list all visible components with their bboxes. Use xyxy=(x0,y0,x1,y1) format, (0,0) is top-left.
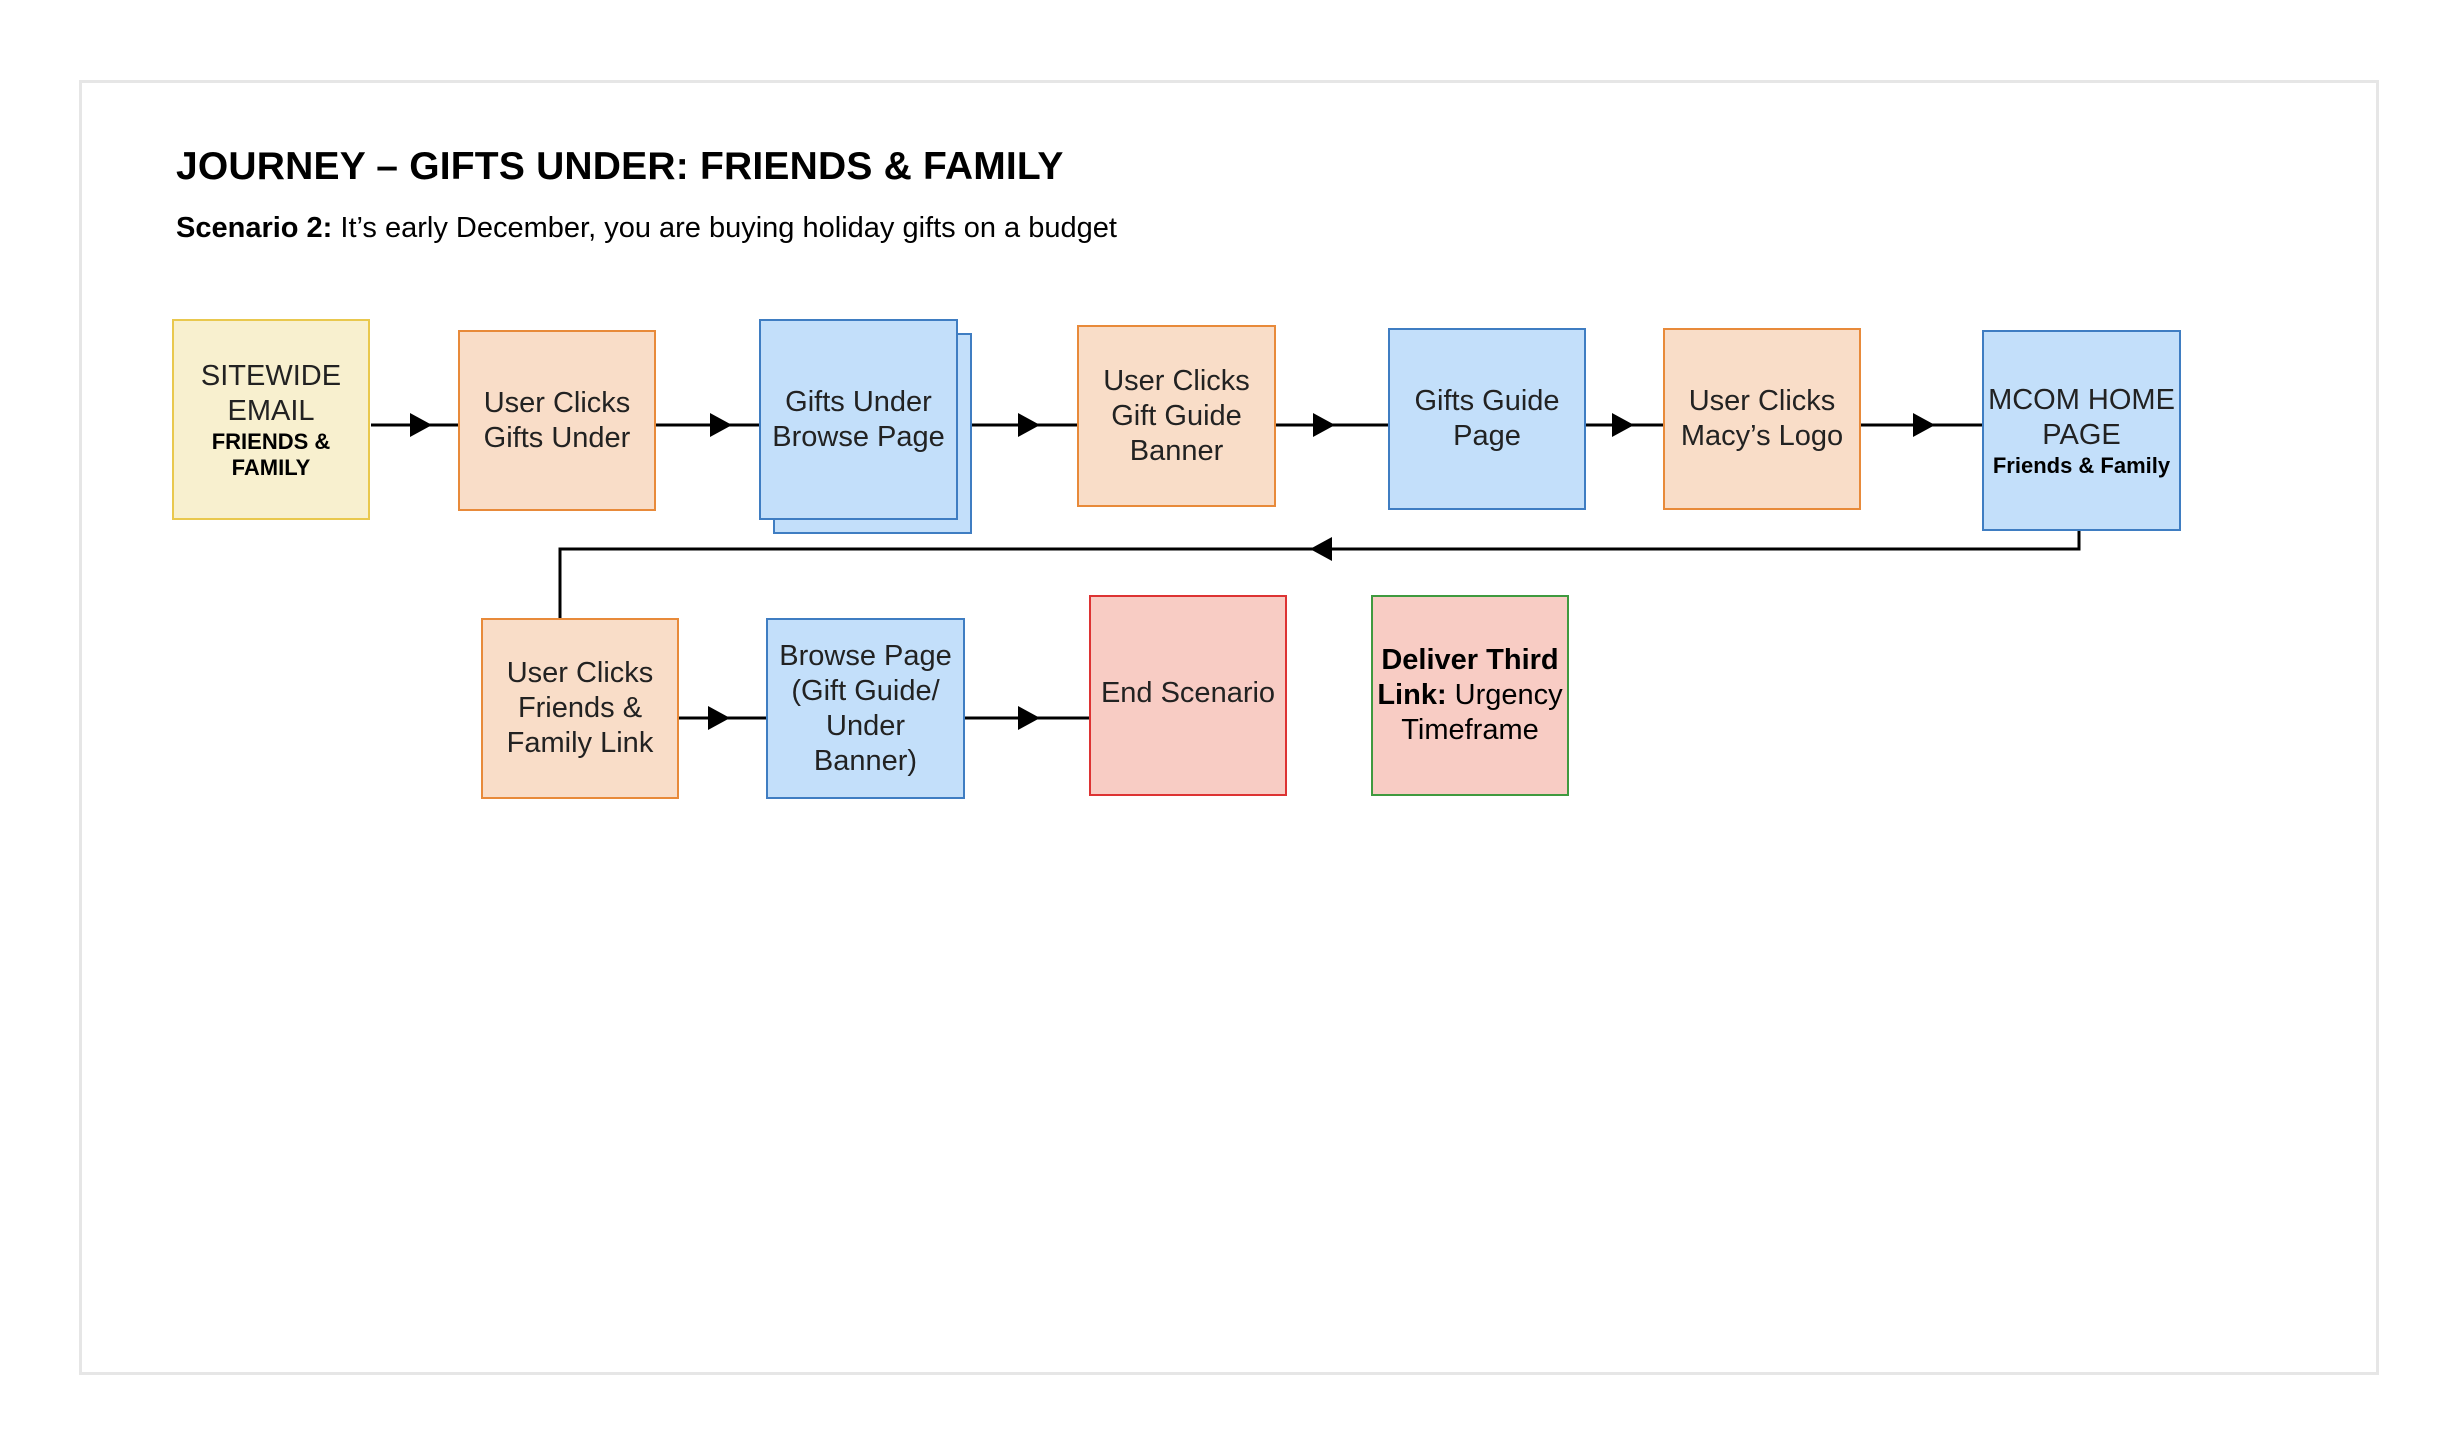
node-text-line: MCOM HOME xyxy=(1988,383,2175,416)
node-sitewide-email: SITEWIDE EMAIL FRIENDS & FAMILY xyxy=(172,319,370,520)
scenario-subtitle: Scenario 2: It’s early December, you are… xyxy=(176,212,1117,245)
node-deliver-third-link: Deliver Third Link: Urgency Timeframe xyxy=(1371,595,1569,796)
node-user-clicks-gifts-under: User Clicks Gifts Under xyxy=(458,330,656,511)
node-gifts-guide-page: Gifts Guide Page xyxy=(1388,328,1586,510)
node-text-line: Banner) xyxy=(813,744,918,777)
scenario-label: Scenario 2: xyxy=(176,212,333,244)
node-user-clicks-friends-family-link: User Clicks Friends & Family Link xyxy=(481,618,679,799)
node-text-line: Browse Page xyxy=(779,639,952,672)
node-gifts-under-browse-page: Gifts Under Browse Page xyxy=(759,319,958,520)
node-text-line: EMAIL xyxy=(227,394,315,427)
node-end-scenario: End Scenario xyxy=(1089,595,1287,796)
node-text-line: Family Link xyxy=(506,727,654,759)
node-text-line: Link: Urgency xyxy=(1377,678,1562,713)
node-text-line: Timeframe xyxy=(1401,714,1539,746)
node-text-line: Macy’s Logo xyxy=(1680,420,1844,452)
scenario-text: It’s early December, you are buying holi… xyxy=(332,212,1117,244)
node-text-line: Browse Page xyxy=(772,420,945,453)
node-bold-text: Deliver Third xyxy=(1381,644,1559,676)
node-text-line: PAGE xyxy=(2042,418,2121,451)
node-text-line: User Clicks xyxy=(483,386,631,419)
node-subtext: FAMILY xyxy=(231,454,311,480)
node-text-line: User Clicks xyxy=(1688,385,1836,417)
node-user-clicks-gift-guide-banner: User Clicks Gift Guide Banner xyxy=(1077,325,1276,507)
node-text-line: Gifts Guide xyxy=(1414,385,1560,417)
node-text-line: Gifts Under xyxy=(483,421,631,454)
node-text: Urgency xyxy=(1446,679,1563,711)
page-title: JOURNEY – GIFTS UNDER: FRIENDS & FAMILY xyxy=(176,145,1064,188)
node-text-line: Friends & xyxy=(517,692,643,724)
node-text-line: User Clicks xyxy=(506,657,654,689)
node-browse-page-gift-guide: Browse Page (Gift Guide/ Under Banner) xyxy=(766,618,965,799)
node-text-line: Banner xyxy=(1129,434,1224,467)
node-text-line: Gifts Under xyxy=(785,385,932,418)
node-user-clicks-macys-logo: User Clicks Macy’s Logo xyxy=(1663,328,1861,510)
node-bold-text: Link: xyxy=(1377,679,1447,711)
node-text-line: Gift Guide xyxy=(1111,399,1242,432)
node-subtext: FRIENDS & xyxy=(211,428,331,454)
node-text-line: SITEWIDE xyxy=(200,359,342,392)
node-text-line: Under xyxy=(826,709,905,742)
node-text-line: User Clicks xyxy=(1103,364,1250,397)
node-text-line: Page xyxy=(1453,420,1521,452)
node-text-line: (Gift Guide/ xyxy=(791,674,940,707)
node-mcom-home-page: MCOM HOME PAGE Friends & Family xyxy=(1982,330,2181,531)
node-subtext: Friends & Family xyxy=(1992,452,2171,478)
node-text-line: End Scenario xyxy=(1100,676,1276,709)
